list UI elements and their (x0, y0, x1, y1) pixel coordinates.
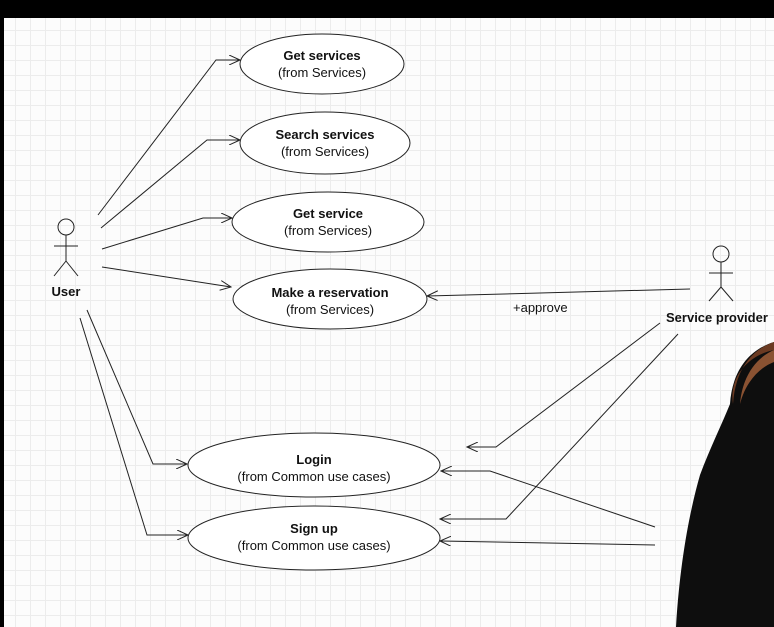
use-case-oval (232, 268, 428, 330)
edge-right-signup (440, 541, 656, 545)
use-case-oval (239, 33, 405, 95)
use-case-oval (231, 191, 425, 253)
presenter-overlay (676, 342, 774, 627)
use-case-title: Get service (293, 206, 363, 221)
use-case-subtitle: (from Services) (284, 223, 372, 238)
use-case-search-services[interactable]: Search services (from Services) (239, 111, 411, 175)
associations (79, 60, 691, 545)
use-case-title: Sign up (290, 521, 338, 536)
stick-figure-icon (708, 245, 734, 302)
edge-user-signup (79, 317, 188, 535)
edge-provider-login (467, 322, 661, 447)
use-case-subtitle: (from Services) (281, 144, 369, 159)
use-case-oval (239, 111, 411, 175)
actor-label: Service provider (666, 310, 768, 325)
edge-provider-make-reservation (427, 288, 691, 296)
use-case-subtitle: (from Common use cases) (237, 469, 390, 484)
edge-right-login (441, 471, 656, 528)
edge-user-search-services (100, 140, 240, 229)
use-case-title: Make a reservation (271, 285, 388, 300)
use-case-title: Get services (283, 48, 360, 63)
use-case-make-a-reservation[interactable]: Make a reservation (from Services) (232, 268, 428, 330)
edge-user-make-reservation (101, 266, 231, 287)
approve-label: +approve (513, 300, 568, 315)
stick-figure-icon (53, 218, 79, 277)
use-case-sign-up[interactable]: Sign up (from Common use cases) (187, 505, 441, 571)
use-case-subtitle: (from Services) (286, 302, 374, 317)
use-case-get-service[interactable]: Get service (from Services) (231, 191, 425, 253)
actor-service-provider[interactable]: Service provider (666, 245, 768, 325)
edge-user-login (86, 309, 187, 464)
use-case-subtitle: (from Common use cases) (237, 538, 390, 553)
actor-label: User (52, 284, 81, 299)
use-case-login[interactable]: Login (from Common use cases) (187, 432, 441, 498)
use-case-oval (187, 505, 441, 571)
edge-provider-signup (440, 333, 679, 519)
use-case-get-services[interactable]: Get services (from Services) (239, 33, 405, 95)
actor-user[interactable]: User (52, 218, 81, 299)
edge-user-get-service (101, 218, 232, 250)
use-case-subtitle: (from Services) (278, 65, 366, 80)
use-case-title: Login (296, 452, 331, 467)
use-case-oval (187, 432, 441, 498)
edge-user-get-services (97, 60, 240, 216)
use-case-title: Search services (275, 127, 374, 142)
